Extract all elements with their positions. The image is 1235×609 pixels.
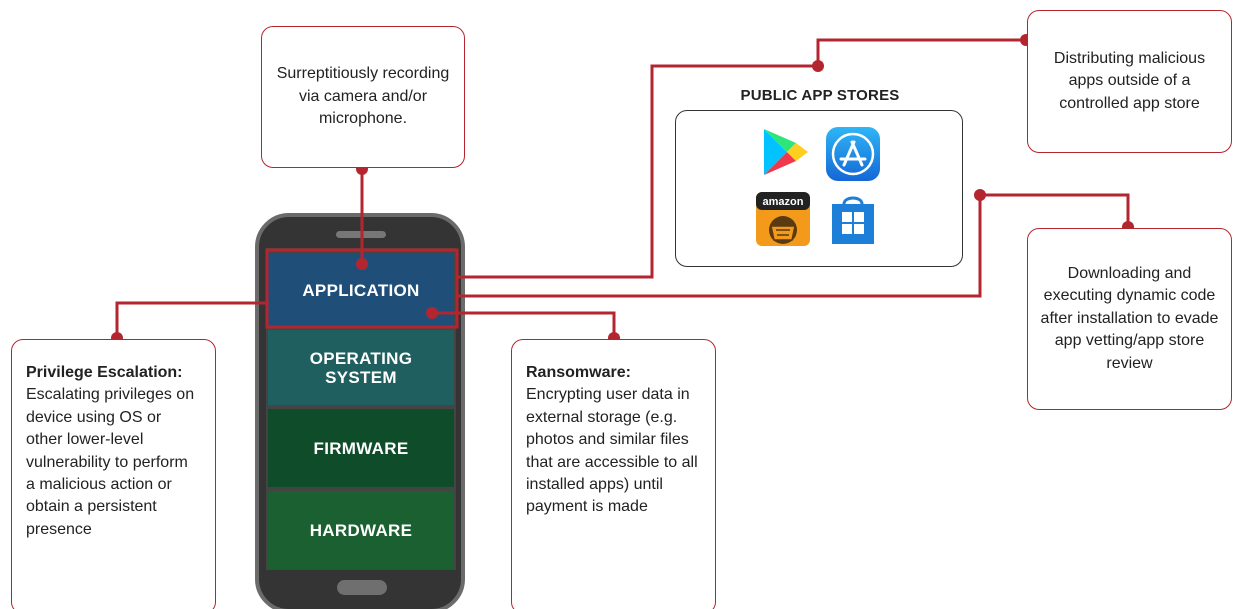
dot-stores [812, 60, 824, 72]
wire-privilege [115, 301, 267, 338]
apple-app-store-icon [826, 127, 880, 181]
dot-recording-bottom [356, 258, 368, 270]
wire-ransomware [432, 311, 616, 338]
amazon-wordmark: amazon [763, 196, 804, 208]
layer-hardware: HARDWARE [268, 491, 454, 569]
callout-ransomware-title: Ransomware: [526, 364, 631, 381]
dot-ransomware-start [426, 307, 438, 319]
callout-privilege-title: Privilege Escalation: [26, 364, 183, 381]
amazon-appstore-icon: amazon [756, 192, 810, 246]
google-play-icon [764, 129, 808, 175]
callout-distributing: Distributing malicious apps outside of a… [1027, 10, 1232, 153]
callout-ransomware: Ransomware: Encrypting user data in exte… [511, 339, 716, 609]
callout-recording: Surreptitiously recording via camera and… [261, 26, 465, 168]
dot-downloading-junction [974, 189, 986, 201]
layer-operating-system-label: OPERATING SYSTEM [309, 348, 413, 387]
windows-store-icon [832, 196, 874, 244]
layer-firmware: FIRMWARE [268, 409, 454, 487]
app-stores-box [675, 110, 963, 267]
callout-privilege-escalation: Privilege Escalation: Escalating privile… [11, 339, 216, 609]
app-stores-title: PUBLIC APP STORES [740, 87, 900, 104]
callout-privilege-body: Escalating privileges on device using OS… [26, 386, 195, 538]
callout-downloading: Downloading and executing dynamic code a… [1027, 228, 1232, 410]
phone-home-button [337, 580, 387, 595]
callout-downloading-text: Downloading and executing dynamic code a… [1040, 264, 1219, 372]
layer-operating-system: OPERATING SYSTEM [268, 330, 454, 405]
wire-distributing [457, 38, 1026, 279]
callout-recording-text: Surreptitiously recording via camera and… [276, 65, 450, 128]
callout-ransomware-body: Encrypting user data in external storage… [526, 386, 698, 516]
callout-distributing-text: Distributing malicious apps outside of a… [1053, 49, 1206, 112]
